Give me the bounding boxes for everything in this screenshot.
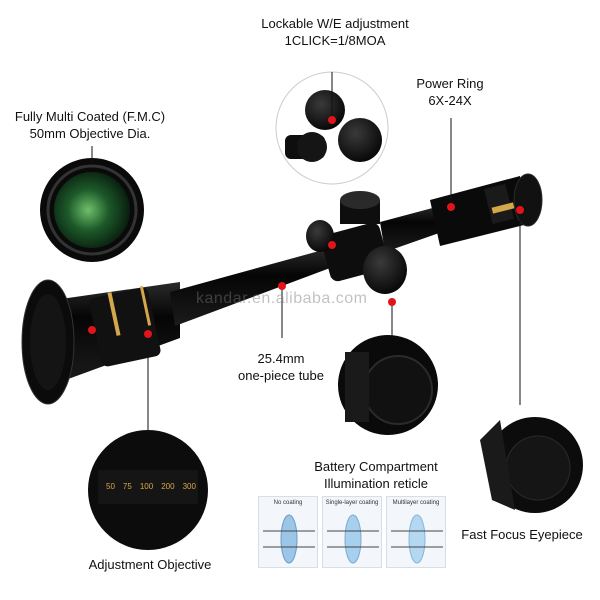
coating-card-none: No coating [258, 496, 318, 568]
power-ring-label: Power Ring 6X-24X [400, 75, 500, 109]
inset-objective-lens [40, 158, 144, 262]
fmc-label: Fully Multi Coated (F.M.C) 50mm Objectiv… [10, 108, 170, 142]
power-ring-line2: 6X-24X [428, 93, 472, 108]
fmc-line2: 50mm Objective Dia. [29, 126, 151, 141]
we-adjustment-label: Lockable W/E adjustment 1CLICK=1/8MOA [230, 15, 440, 49]
scale-mark-75: 75 [122, 482, 132, 491]
adjustment-objective-label: Adjustment Objective [88, 557, 212, 572]
we-adjustment-line1: Lockable W/E adjustment [261, 16, 409, 31]
power-ring-line1: Power Ring [416, 76, 484, 91]
lens-multi-icon [391, 514, 443, 564]
tube-line2: one-piece tube [237, 368, 324, 383]
coating-title-multi: Multilayer coating [392, 500, 440, 506]
coating-comparison: No coating Single-layer coating Multilay… [258, 496, 446, 568]
lens-single-icon [327, 514, 379, 564]
fmc-line1: Fully Multi Coated (F.M.C) [14, 109, 166, 124]
scale-mark-100: 100 [139, 482, 154, 491]
scope-body [21, 173, 543, 405]
scale-mark-200: 200 [161, 482, 175, 491]
coating-card-single: Single-layer coating [322, 496, 382, 568]
we-adjustment-line2: 1CLICK=1/8MOA [284, 33, 386, 48]
coating-title-single: Single-layer coating [325, 500, 379, 506]
inset-turret [275, 71, 389, 185]
inset-eyepiece [468, 402, 588, 522]
inset-adjustment-objective [88, 430, 208, 550]
scale-mark-50: 50 [106, 482, 115, 491]
distance-scale: 50 75 100 200 300 [106, 482, 196, 491]
battery-line2: Illumination reticle [323, 476, 429, 491]
marker-dots [88, 116, 524, 338]
leader-lines [91, 72, 521, 432]
scale-mark-300: 300 [182, 482, 196, 491]
lens-none-icon [263, 514, 315, 564]
tube-line1: 25.4mm [257, 351, 305, 366]
coating-card-multi: Multilayer coating [386, 496, 446, 568]
inset-illumination-knob [338, 335, 438, 435]
eyepiece-label: Fast Focus Eyepiece [461, 527, 583, 542]
tube-label: 25.4mm one-piece tube [226, 350, 336, 384]
coating-title-none: No coating [273, 500, 303, 506]
battery-line1: Battery Compartment [314, 459, 438, 474]
battery-label: Battery Compartment Illumination reticle [296, 458, 456, 492]
watermark-text: kandar.en.alibaba.com [196, 290, 368, 307]
